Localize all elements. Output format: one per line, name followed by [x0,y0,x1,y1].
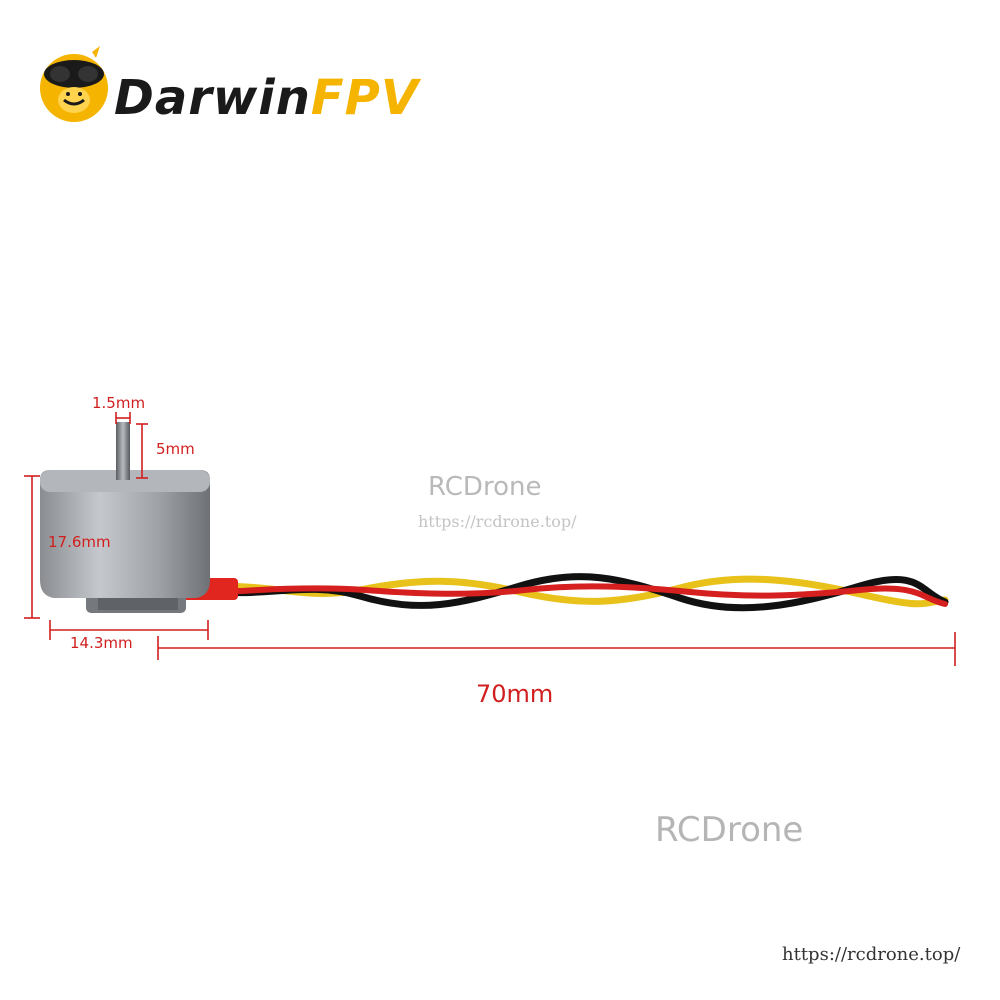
watermark-lower-text: RCDrone [655,810,804,850]
shaft-length-label: 5mm [156,440,195,458]
brand-name-part1: Darwin [114,70,311,126]
dimension-lines [24,412,956,666]
watermark-center-url: https://rcdrone.top/ [418,512,577,531]
brand-logo: DarwinFPV [36,42,516,126]
monkey-with-goggles-icon [40,46,108,122]
motor-diameter-label: 14.3mm [70,634,133,652]
brand-name: DarwinFPV [114,70,419,126]
motor-height-label: 17.6mm [48,533,111,551]
watermark-corner-url: https://rcdrone.top/ [782,944,961,965]
watermark-center-text: RCDrone [428,472,542,502]
wire-length-label: 70mm [476,680,554,708]
motor-wires [186,573,949,612]
brand-name-part2: FPV [310,70,419,126]
motor-body [40,422,210,613]
shaft-diameter-label: 1.5mm [92,394,146,412]
